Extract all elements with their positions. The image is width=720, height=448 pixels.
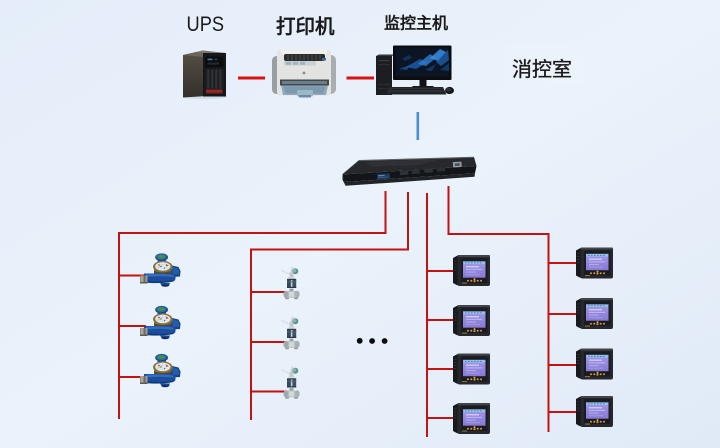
svg-text:打印机: 打印机: [276, 15, 335, 38]
svg-text:监控主机: 监控主机: [384, 14, 448, 33]
svg-text:UPS: UPS: [187, 13, 225, 37]
svg-text:消控室: 消控室: [512, 58, 572, 81]
